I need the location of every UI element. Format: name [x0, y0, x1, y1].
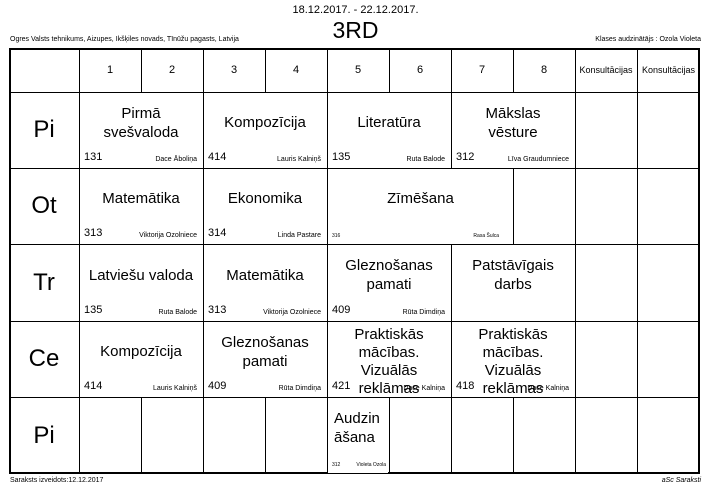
- lesson-room: 313: [84, 227, 103, 239]
- lesson-cell[interactable]: Matemātika 313 Viktorija Ozolniece: [80, 169, 202, 244]
- lesson-room: 421: [332, 380, 351, 392]
- lesson-subject: Matemātika: [102, 190, 180, 207]
- lesson-subject: Ekonomika: [227, 190, 303, 207]
- period-header: 2: [168, 64, 176, 76]
- lesson-teacher: Ruta Balode: [406, 156, 445, 163]
- col-divider: [451, 48, 452, 474]
- lesson-room: 313: [208, 304, 227, 316]
- period-header: 5: [354, 64, 362, 76]
- period-header: 6: [416, 64, 424, 76]
- lesson-cell[interactable]: Praktiskās mācības. Vizuālās reklāmas pr…: [452, 322, 574, 397]
- col-divider: [637, 48, 638, 474]
- date-range: 18.12.2017. - 22.12.2017.: [292, 4, 419, 16]
- lesson-teacher: Rūta Dimdiņa: [278, 385, 321, 392]
- lesson-teacher: Lauris Kalniņš: [277, 156, 321, 163]
- lesson-room: 135: [84, 304, 103, 316]
- lesson-cell[interactable]: Matemātika 313 Viktorija Ozolniece: [204, 245, 326, 321]
- lesson-subject: Gleznošanas pamati: [345, 257, 433, 293]
- lesson-cell[interactable]: Literatūra 135 Ruta Balode: [328, 93, 450, 168]
- lesson-subject: Gleznošanas pamati: [221, 333, 309, 370]
- lesson-cell[interactable]: Patstāvīgais darbs: [452, 245, 574, 321]
- col-divider: [203, 48, 204, 474]
- day-label-tuesday: Ot: [31, 192, 57, 219]
- school-name: Ogres Valsts tehnikums, Aizupes, Ikšķile…: [10, 36, 239, 43]
- timetable-grid: [9, 48, 700, 474]
- lesson-teacher: Rūta Dimdiņa: [402, 309, 445, 316]
- lesson-teacher: Dace Kalniņa: [527, 385, 569, 392]
- period-header: 1: [106, 64, 114, 76]
- created-date: Saraksts izveidots:12.12.2017: [10, 477, 104, 484]
- lesson-subject: Latviešu valoda: [88, 266, 194, 284]
- lesson-cell[interactable]: Gleznošanas pamati 409 Rūta Dimdiņa: [328, 245, 450, 321]
- lesson-cell[interactable]: Ekonomika 314 Linda Pastare: [204, 169, 326, 244]
- class-teacher: Klases audzinātājs : Ozola Violeta: [595, 36, 701, 43]
- brand-label: aSc Saraksti: [661, 477, 701, 484]
- lesson-teacher: Linda Pastare: [277, 232, 321, 239]
- lesson-room: 414: [84, 380, 103, 392]
- lesson-teacher: Dace Āboliņa: [155, 156, 197, 163]
- lesson-subject: Kompozīcija: [224, 114, 306, 131]
- lesson-subject: Literatūra: [357, 114, 421, 131]
- lesson-subject: Praktiskās mācības. Vizuālās reklāmas pr…: [478, 326, 548, 397]
- day-label-thursday: Ce: [28, 345, 60, 372]
- lesson-cell[interactable]: Mākslas vēsture 312 Līva Graudumniece: [452, 93, 574, 168]
- lesson-room: 409: [332, 304, 351, 316]
- lesson-cell[interactable]: Zīmēšana 316 Rasa Šulca: [328, 169, 513, 244]
- lesson-teacher: Dace Kalniņa: [403, 385, 445, 392]
- day-label-wednesday: Tr: [33, 268, 55, 296]
- lesson-room: 131: [84, 151, 103, 163]
- lesson-subject: Zīmēšana: [387, 190, 454, 207]
- lesson-room: 314: [208, 227, 227, 239]
- lesson-cell[interactable]: Gleznošanas pamati 409 Rūta Dimdiņa: [204, 322, 326, 397]
- lesson-teacher: Rasa Šulca: [473, 233, 499, 239]
- lesson-teacher: Lauris Kalniņš: [153, 385, 197, 392]
- lesson-subject: Kompozīcija: [100, 343, 182, 360]
- lesson-room: 135: [332, 151, 351, 163]
- lesson-cell[interactable]: Audzin āšana 312 Violeta Ozola: [328, 398, 388, 473]
- period-header: 3: [230, 64, 238, 76]
- lesson-teacher: Līva Graudumniece: [507, 156, 569, 163]
- lesson-room: 312: [332, 462, 341, 468]
- lesson-teacher: Violeta Ozola: [356, 462, 386, 468]
- row-divider: [9, 168, 700, 169]
- day-label-monday: Pi: [33, 116, 55, 143]
- row-divider: [9, 321, 700, 322]
- row-divider: [9, 92, 700, 93]
- lesson-room: 409: [208, 380, 227, 392]
- col-divider: [327, 48, 328, 474]
- col-divider: [575, 48, 576, 474]
- lesson-teacher: Viktorija Ozolniece: [263, 309, 321, 316]
- lesson-room: 316: [332, 233, 341, 239]
- period-header: 8: [540, 64, 548, 76]
- consultation-header: Konsultācijas: [579, 65, 633, 75]
- lesson-cell[interactable]: Kompozīcija 414 Lauris Kalniņš: [204, 93, 326, 168]
- period-header: 4: [292, 64, 300, 76]
- lesson-subject: Audzin āšana: [334, 409, 380, 446]
- lesson-room: 312: [456, 151, 475, 163]
- lesson-cell[interactable]: Pirmā svešvaloda 131 Dace Āboliņa: [80, 93, 202, 168]
- class-title: 3RD: [332, 17, 379, 43]
- lesson-room: 418: [456, 380, 475, 392]
- lesson-subject: Pirmā svešvaloda: [103, 104, 179, 141]
- row-divider: [9, 244, 700, 245]
- consultation-header: Konsultācijas: [641, 65, 696, 75]
- lesson-subject: Praktiskās mācības. Vizuālās reklāmas pr…: [354, 326, 424, 397]
- day-label-friday: Pi: [33, 421, 55, 449]
- row-divider: [9, 397, 700, 398]
- lesson-subject: Matemātika: [226, 266, 304, 284]
- lesson-teacher: Viktorija Ozolniece: [139, 232, 197, 239]
- lesson-cell[interactable]: Latviešu valoda 135 Ruta Balode: [80, 245, 202, 321]
- lesson-cell[interactable]: Kompozīcija 414 Lauris Kalniņš: [80, 322, 202, 397]
- lesson-subject: Mākslas vēsture: [485, 104, 541, 141]
- lesson-cell[interactable]: Praktiskās mācības. Vizuālās reklāmas pr…: [328, 322, 450, 397]
- col-divider: [79, 48, 80, 474]
- period-header: 7: [478, 64, 486, 76]
- lesson-subject: Patstāvīgais darbs: [472, 257, 554, 293]
- lesson-teacher: Ruta Balode: [158, 309, 197, 316]
- lesson-room: 414: [208, 151, 227, 163]
